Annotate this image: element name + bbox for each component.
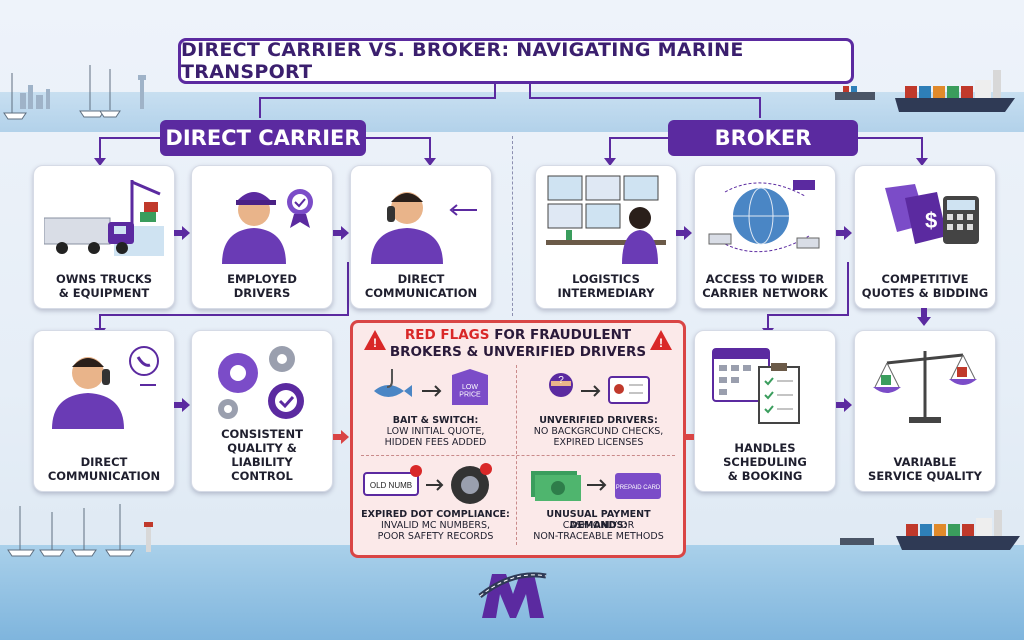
red-flag-label: BAIT & SWITCH: xyxy=(392,415,479,426)
arrow-right-icon xyxy=(676,226,692,240)
page-title: DIRECT CARRIER VS. BROKER: NAVIGATING MA… xyxy=(178,38,854,84)
arrow-down-icon xyxy=(917,308,931,326)
red-flag-unverified-drivers: ? UNVERIFIED DRIVERS: NO BACKGRCUND CHEC… xyxy=(521,367,676,453)
harbor-left-illustration xyxy=(3,65,146,120)
harbor-bottom-left-illustration xyxy=(7,504,153,557)
red-flag-desc: NO BACKGRCUND CHECKS, EXPIRED LICENSES xyxy=(533,426,664,448)
warning-icon: ! xyxy=(650,330,672,350)
plate-tire-icon: OLD NUMB xyxy=(363,463,492,504)
phone-call-icon xyxy=(52,346,159,429)
section-direct-carrier: DIRECT CARRIER xyxy=(160,120,366,156)
truck-crane-icon xyxy=(44,180,164,256)
card-competitive-quotes: $ COMPETITIVE QUOTES & BIDDING xyxy=(854,165,996,309)
card-label: HANDLES SCHEDULING & BOOKING xyxy=(723,441,807,483)
red-flag-desc: LOW INITIAL QUOTE, HIDDEN FEES ADDED xyxy=(384,426,487,448)
card-label: ACCESS TO WIDER CARRIER NETWORK xyxy=(702,272,828,300)
phone-person-icon xyxy=(371,192,477,264)
svg-text:!: ! xyxy=(659,336,663,350)
old-numb-plate: OLD NUMB xyxy=(370,481,412,490)
card-consistent-quality: CONSISTENT QUALITY & LIABILITY CONTROL xyxy=(191,330,333,492)
red-flag-payment-demands: PREPAID CARD UNUSUAL PAYMENT DEMANDS: CA… xyxy=(521,461,676,547)
arrow-right-icon xyxy=(333,226,349,240)
scale-thumbs-icon xyxy=(873,351,977,423)
card-variable-quality: VARIABLE SERVICE QUALITY xyxy=(854,330,996,492)
red-flags-title-red: RED FLAGS xyxy=(404,327,490,343)
red-flag-expired-dot: OLD NUMB EXPIRED DOT COMPLIANCE: INVALID… xyxy=(358,461,513,547)
prepaid-card-label: PREPAID CARD xyxy=(616,485,661,491)
arrow-right-icon xyxy=(836,398,852,412)
card-label: DIRECT COMMUNICATION xyxy=(364,272,478,300)
arrow-right-icon xyxy=(174,398,190,412)
cargo-ship-top-illustration xyxy=(835,70,1015,112)
red-flag-label: UNVERIFIED DRIVERS: xyxy=(539,415,658,426)
card-label: LOGISTICS INTERMEDIARY xyxy=(557,272,655,300)
gears-badge-icon xyxy=(218,346,304,419)
driver-badge-icon xyxy=(222,189,313,264)
card-scheduling-booking: HANDLES SCHEDULING & BOOKING xyxy=(694,330,836,492)
red-flags-title-line2: BROKERS & UNVERIFIED DRIVERS xyxy=(389,344,647,360)
svg-text:!: ! xyxy=(373,336,377,350)
calendar-checklist-icon xyxy=(712,348,800,424)
red-flags-title-rest: FOR FRAUDULENT xyxy=(489,327,632,343)
card-direct-communication-1: DIRECT COMMUNICATION xyxy=(350,165,492,309)
card-direct-communication-2: DIRECT COMMUNICATION xyxy=(33,330,175,492)
price-tag-calculator-icon: $ xyxy=(885,184,979,244)
card-label: VARIABLE SERVICE QUALITY xyxy=(868,455,982,483)
arrow-right-icon xyxy=(836,226,852,240)
card-label: CONSISTENT QUALITY & LIABILITY CONTROL xyxy=(221,427,303,483)
red-flags-panel: ! ! RED FLAGS FOR FRAUDULENT BROKERS & U… xyxy=(350,320,686,558)
center-divider xyxy=(512,136,513,316)
card-owns-trucks: OWNS TRUCKS & EQUIPMENT xyxy=(33,165,175,309)
driver-id-icon: ? xyxy=(549,373,650,404)
svg-text:$: $ xyxy=(925,208,937,233)
card-label: EMPLOYED DRIVERS xyxy=(227,272,297,300)
red-flag-label: EXPIRED DOT COMPLIANCE: xyxy=(361,509,510,520)
section-broker: BROKER xyxy=(668,120,858,156)
red-flags-title: RED FLAGS FOR FRAUDULENT BROKERS & UNVER… xyxy=(353,327,683,361)
card-label: DIRECT COMMUNICATION xyxy=(47,455,161,483)
arrow-right-red-icon xyxy=(333,430,349,444)
card-wider-network: ACCESS TO WIDER CARRIER NETWORK xyxy=(694,165,836,309)
svg-text:?: ? xyxy=(558,375,564,386)
cargo-ship-bottom-illustration xyxy=(840,510,1020,550)
monitors-icon xyxy=(546,175,666,264)
card-logistics-intermediary: LOGISTICS INTERMEDIARY xyxy=(535,165,677,309)
red-flag-desc: INVALID MC NUMBERS, POOR SAFETY RECORDS xyxy=(377,520,494,542)
red-flag-label: UNUSUAL PAYMENT DEMANDS: xyxy=(546,509,651,531)
cash-card-icon: PREPAID CARD xyxy=(531,471,661,501)
red-flag-desc: CASH-ONLY OR NON-TRACEABLE METHODS xyxy=(533,520,664,542)
globe-network-icon xyxy=(708,180,820,253)
company-logo xyxy=(478,572,547,618)
card-label: OWNS TRUCKS & EQUIPMENT xyxy=(55,272,153,300)
card-label: COMPETITIVE QUOTES & BIDDING xyxy=(861,272,989,300)
arrow-right-icon xyxy=(174,226,190,240)
red-flags-divider-h xyxy=(361,455,675,456)
card-employed-drivers: EMPLOYED DRIVERS xyxy=(191,165,333,309)
warning-icon: ! xyxy=(364,330,386,350)
